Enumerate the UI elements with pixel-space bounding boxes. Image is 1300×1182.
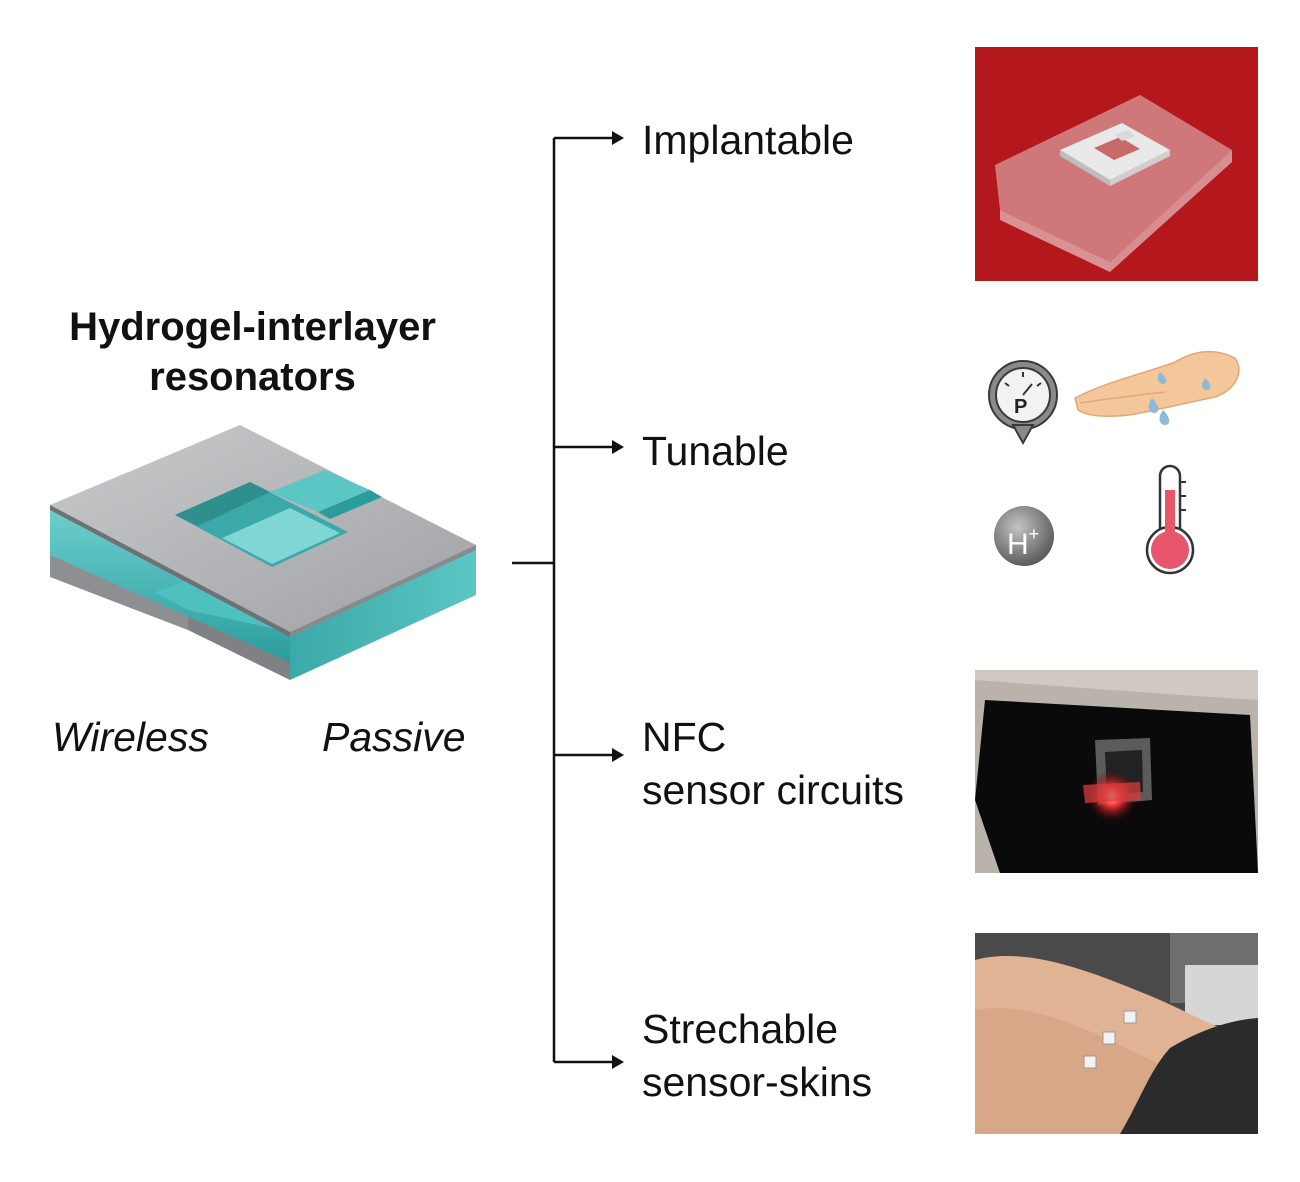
branch-stretch-label: Strechable sensor-skins (642, 1003, 872, 1109)
connector-tree (512, 136, 612, 1064)
title-line-1: Hydrogel-interlayer (69, 305, 436, 349)
hand-sweat-icon (1074, 350, 1240, 425)
branch-tunable-label: Tunable (642, 425, 789, 478)
implantable-photo (975, 47, 1258, 281)
pressure-gauge-icon (988, 360, 1058, 446)
branch-stretch-line-2: sensor-skins (642, 1059, 873, 1105)
arrow-tunable (612, 440, 624, 454)
ph-ion-label: H+ (1007, 519, 1039, 560)
ph-ion-icon (994, 506, 1054, 566)
arrow-implantable (612, 131, 624, 145)
branch-tunable-line-1: Tunable (642, 428, 789, 474)
property-wireless: Wireless (52, 714, 209, 760)
branch-implantable-line-1: Implantable (642, 117, 854, 163)
ph-letter: H (1007, 528, 1029, 561)
resonator-illustration (50, 425, 476, 680)
nfc-photo (975, 670, 1258, 873)
property-passive: Passive (322, 714, 466, 760)
pressure-letter: P (1014, 396, 1028, 418)
diagram-title: Hydrogel-interlayer resonators (20, 302, 485, 402)
thermometer-icon (1145, 464, 1195, 575)
arrow-nfc (612, 748, 624, 762)
stretch-photo (975, 933, 1258, 1134)
arrow-stretch (612, 1055, 624, 1069)
title-line-2: resonators (149, 355, 356, 399)
branch-nfc-line-1: NFC (642, 714, 727, 760)
ph-superscript: + (1028, 524, 1040, 544)
branch-nfc-line-2: sensor circuits (642, 767, 905, 813)
branch-implantable-label: Implantable (642, 114, 854, 167)
hydrogel-layer (50, 505, 290, 662)
branch-stretch-line-1: Strechable (642, 1006, 839, 1052)
branch-nfc-label: NFC sensor circuits (642, 711, 904, 817)
